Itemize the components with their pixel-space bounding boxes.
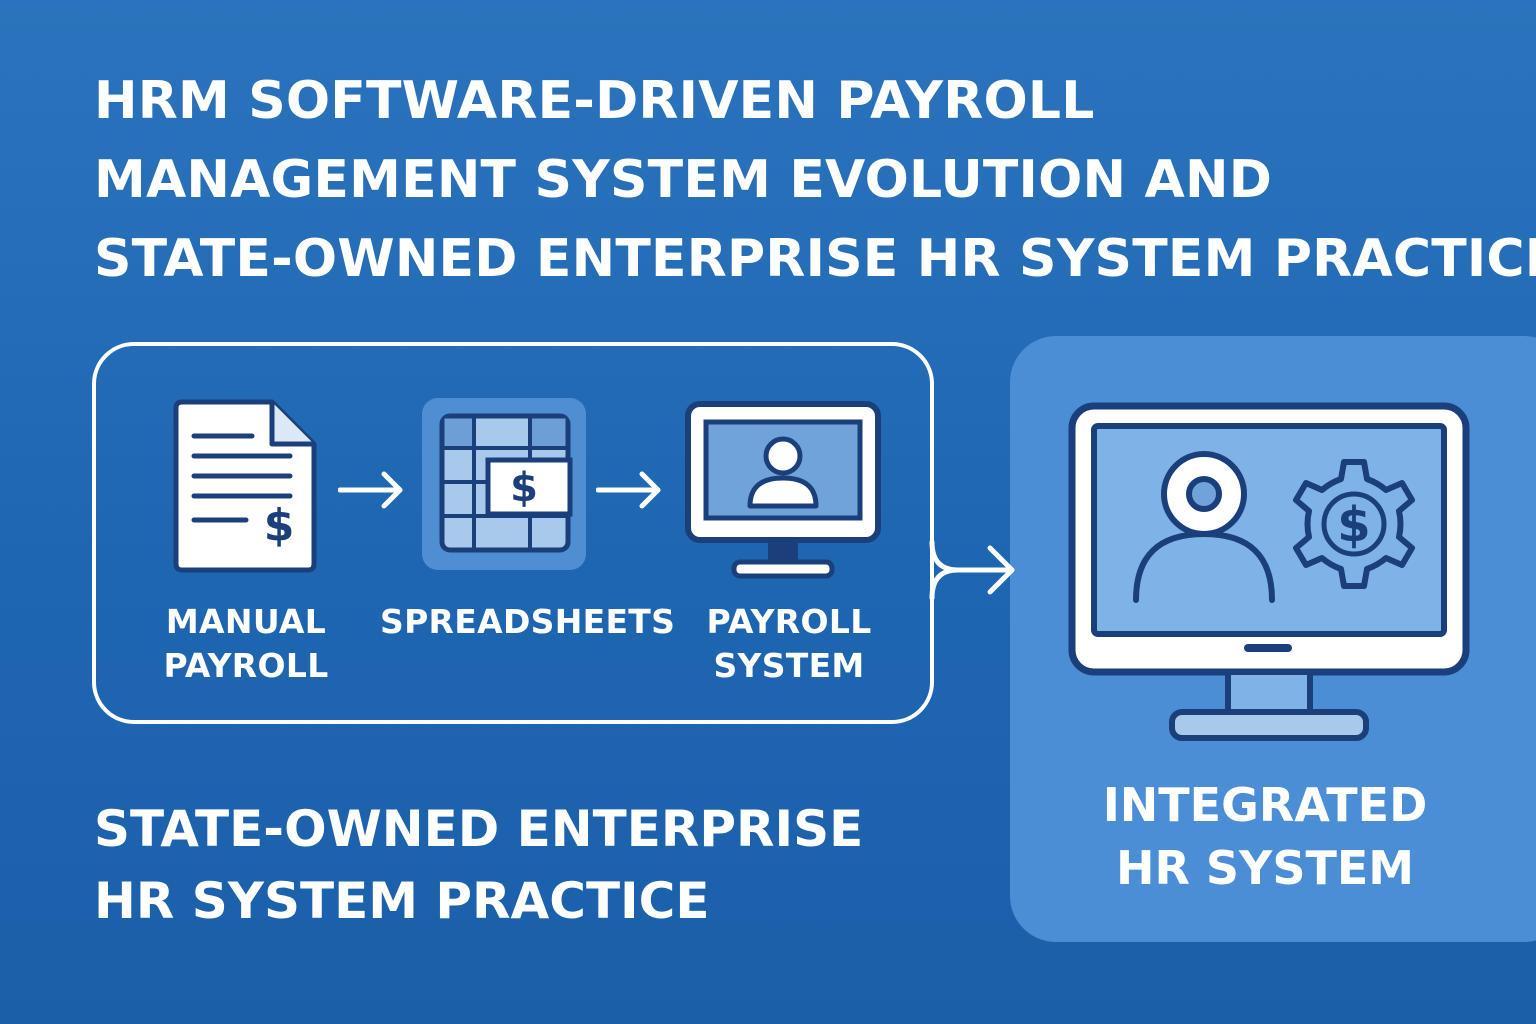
stage-label-line: PAYROLL (706, 602, 872, 641)
stage-label-line: SYSTEM (713, 646, 865, 685)
stage-label-line: MANUAL (165, 602, 327, 641)
arrow-right-icon (596, 471, 661, 509)
stage-label-payroll-system: PAYROLL SYSTEM (682, 600, 896, 688)
section-subtitle: STATE-OWNED ENTERPRISE HR SYSTEM PRACTIC… (94, 793, 863, 937)
flow-arrow-icon (929, 539, 1015, 601)
document-dollar-icon: $ (173, 399, 317, 573)
title-line-2: MANAGEMENT SYSTEM EVOLUTION AND (94, 150, 1273, 210)
page-title: HRM SOFTWARE-DRIVEN PAYROLL MANAGEMENT S… (94, 62, 1536, 299)
svg-text:$: $ (510, 465, 538, 511)
integrated-label-line: INTEGRATED (1102, 778, 1428, 832)
stage-label-spreadsheets: SPREADSHEETS (380, 600, 676, 644)
payroll-evolution-box (92, 342, 934, 724)
stage-label-line: SPREADSHEETS (380, 602, 676, 641)
svg-text:$: $ (264, 500, 295, 551)
integrated-hr-label: INTEGRATED HR SYSTEM (1030, 774, 1500, 900)
arrow-right-icon (338, 471, 403, 509)
subtitle-line-1: STATE-OWNED ENTERPRISE (94, 800, 864, 858)
title-line-3: STATE-OWNED ENTERPRISE HR SYSTEM PRACTIC… (94, 229, 1536, 289)
title-line-1: HRM SOFTWARE-DRIVEN PAYROLL (94, 71, 1095, 131)
stage-label-manual-payroll: MANUAL PAYROLL (140, 600, 352, 688)
svg-text:$: $ (1337, 497, 1370, 553)
monitor-user-icon (685, 401, 881, 579)
stage-label-line: PAYROLL (163, 646, 329, 685)
monitor-user-gear-dollar-icon: $ (1068, 402, 1470, 741)
spreadsheet-dollar-icon: $ (422, 398, 586, 570)
integrated-label-line: HR SYSTEM (1115, 841, 1415, 895)
subtitle-line-2: HR SYSTEM PRACTICE (94, 872, 710, 930)
